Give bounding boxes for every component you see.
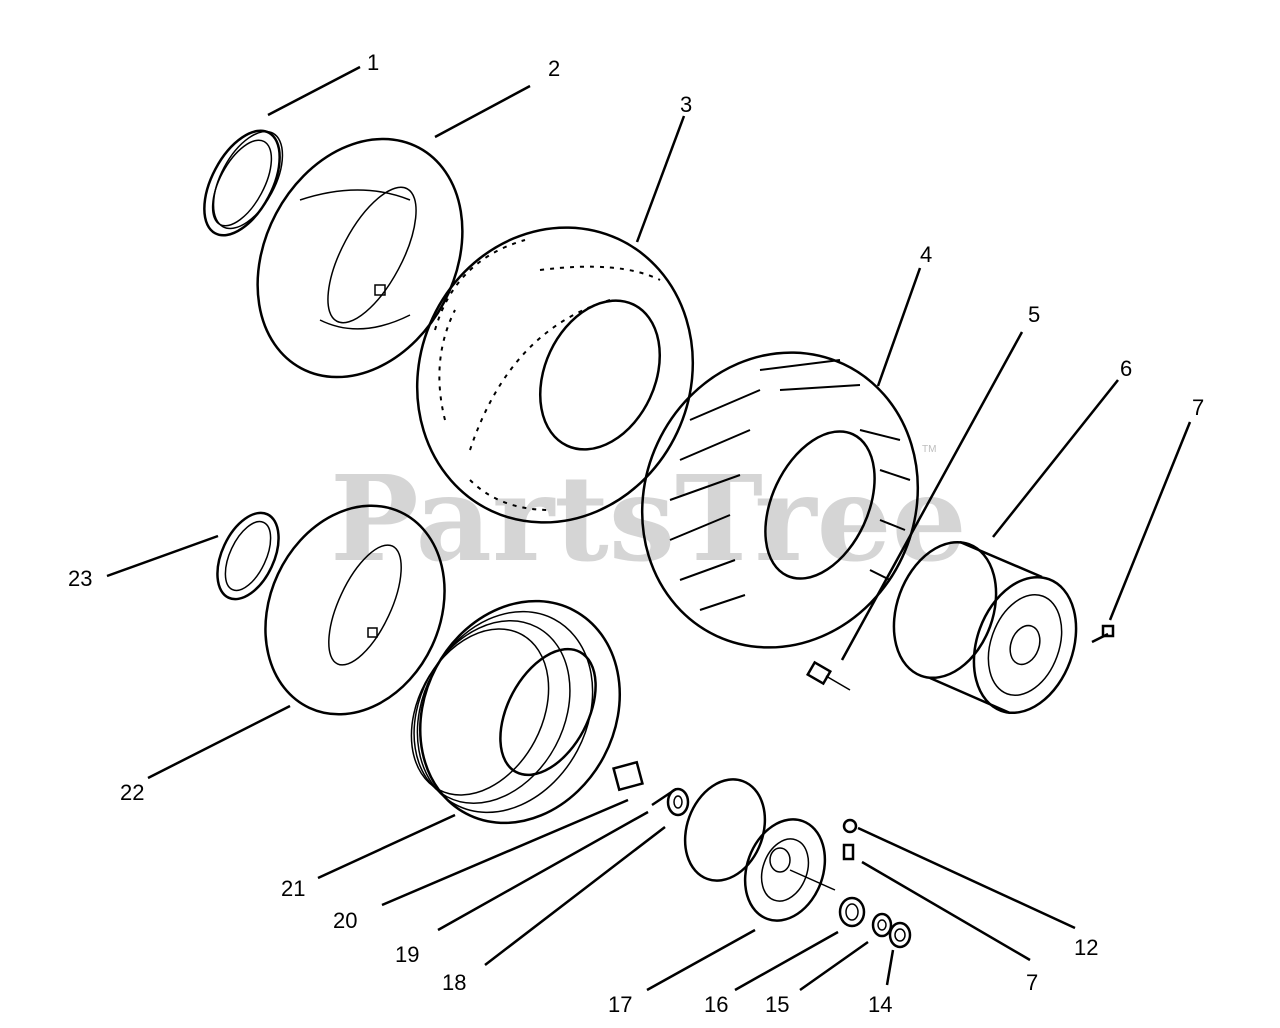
leader-lines (106, 65, 1192, 992)
leader-15 (799, 940, 869, 992)
leader-23 (106, 534, 219, 578)
leader-4 (876, 267, 922, 387)
part-21-rib-tire[interactable] (382, 566, 658, 858)
part-4-lug-tire[interactable] (594, 307, 965, 693)
callout-19[interactable]: 19 (395, 942, 419, 967)
part-3-turf-tire[interactable] (369, 182, 740, 568)
callout-7a[interactable]: 7 (1192, 395, 1204, 420)
callout-2[interactable]: 2 (548, 56, 560, 81)
leader-19 (437, 810, 649, 932)
leader-3 (635, 115, 686, 243)
leader-7b (861, 860, 1031, 962)
leader-22 (147, 704, 291, 780)
leader-20 (381, 798, 629, 907)
leader-6 (992, 379, 1119, 538)
leader-18 (484, 826, 666, 966)
leader-5 (840, 331, 1024, 661)
part-22-inner-tube[interactable] (232, 476, 477, 744)
part-14-nut[interactable] (888, 921, 912, 949)
callout-22[interactable]: 22 (120, 780, 144, 805)
part-17-small-rim[interactable] (672, 768, 839, 932)
leader-16 (734, 930, 839, 992)
leader-17 (646, 928, 756, 992)
part-1-rim-ring[interactable] (189, 119, 297, 248)
callout-21[interactable]: 21 (281, 876, 305, 901)
callout-17[interactable]: 17 (608, 992, 632, 1017)
callout-14[interactable]: 14 (868, 992, 892, 1017)
callout-5[interactable]: 5 (1028, 302, 1040, 327)
callout-12[interactable]: 12 (1074, 935, 1098, 960)
leader-21 (317, 813, 456, 880)
callout-15[interactable]: 15 (765, 992, 789, 1017)
part-7-screw-lower[interactable] (842, 843, 855, 861)
watermark-trademark: TM (922, 444, 936, 455)
callout-18[interactable]: 18 (442, 970, 466, 995)
callout-3[interactable]: 3 (680, 92, 692, 117)
leader-7a (1108, 421, 1192, 621)
part-7-screw-upper[interactable] (1091, 624, 1115, 644)
leader-14 (885, 949, 895, 986)
callout-labels: 1 2 3 4 5 6 7 7 12 14 15 16 17 18 19 20 … (68, 50, 1204, 1017)
part-5-bolt[interactable] (805, 660, 851, 691)
callout-4[interactable]: 4 (920, 242, 932, 267)
leader-12 (857, 826, 1076, 930)
callout-6[interactable]: 6 (1120, 356, 1132, 381)
callout-7b[interactable]: 7 (1026, 970, 1038, 995)
leader-2 (434, 84, 531, 139)
callout-1[interactable]: 1 (367, 50, 379, 75)
callout-16[interactable]: 16 (704, 992, 728, 1017)
callout-20[interactable]: 20 (333, 908, 357, 933)
callout-23[interactable]: 23 (68, 566, 92, 591)
part-2-inner-tube[interactable] (217, 103, 502, 413)
part-16-bearing[interactable] (838, 896, 866, 928)
part-12-nut[interactable] (842, 818, 858, 834)
part-15-washer[interactable] (871, 912, 893, 938)
part-6-wheel-rim[interactable] (876, 528, 1094, 727)
part-18-washer[interactable] (666, 787, 690, 817)
part-20-bushing[interactable] (612, 760, 644, 792)
part-23-rim-ring[interactable] (205, 503, 291, 608)
leader-1 (267, 65, 361, 117)
